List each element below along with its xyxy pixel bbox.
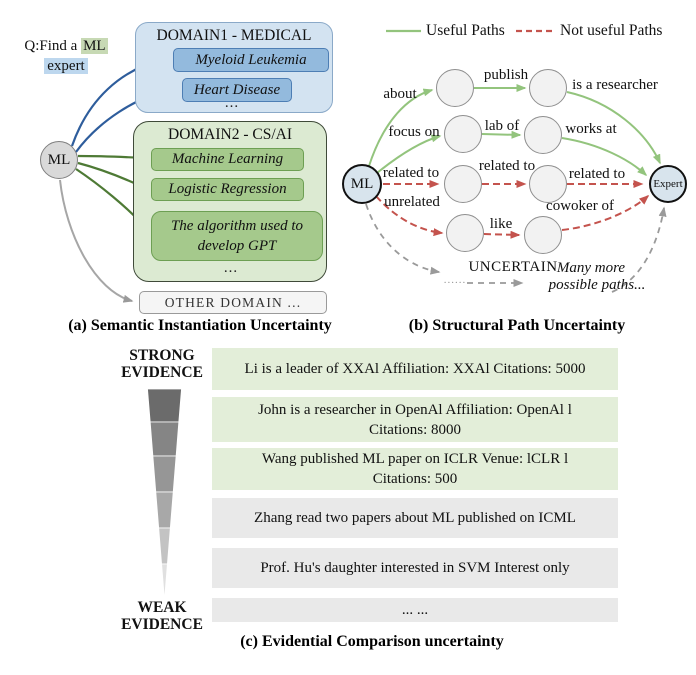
query-ml-highlight: ML [81,38,108,54]
domain2-item-machine-learning: Machine Learning [151,148,304,171]
expert-node: Expert [649,165,687,203]
path-circle-2b [524,116,562,154]
query-text: Q:Find a ML expert [16,36,116,76]
path-circle-2a [444,115,482,153]
uncertain-tiny-dots: ...... [443,274,467,286]
edge-label-related-to-3: related to [568,166,626,182]
evidence-row-1: Li is a leader of XXAl Affiliation: XXAl… [212,348,618,390]
weak-evidence-label: WEAK EVIDENCE [121,599,203,633]
edge-label-works-at: works at [565,121,617,137]
caption-a: (a) Semantic Instantiation Uncertainty [68,317,332,334]
edge-label-is-a-researcher: is a researcher [572,77,658,93]
path-circle-4a [446,214,484,252]
strong-word: STRONG [129,347,195,364]
evidence-row-3: Wang published ML paper on ICLR Venue: l… [212,448,618,490]
path-circle-1b [529,69,567,107]
domain1-item-heart-disease: Heart Disease [182,78,292,102]
weak-evidence-word: EVIDENCE [121,616,203,633]
legend-not-useful-label: Not useful Paths [560,22,663,39]
funnel-segment-2 [149,421,180,457]
arrow-ml-to-other-domain [59,179,134,303]
path-circle-1a [436,69,474,107]
funnel-segment-4 [155,491,174,529]
path-circle-4b [524,216,562,254]
domain1-item-myeloid-leukemia: Myeloid Leukemia [173,48,329,72]
edge-label-about: about [383,86,417,102]
domain2-more-dots: ... [223,260,239,276]
strong-evidence-label: STRONG EVIDENCE [121,347,203,381]
evidence-funnel [147,388,182,601]
query-prefix: Q:Find a [24,38,82,54]
edge-label-lab-of: lab of [484,118,520,134]
ml-node-a: ML [40,141,78,179]
domain2-item-logistic-regression: Logistic Regression [151,178,304,201]
domain1-title: DOMAIN1 - MEDICAL [156,27,312,44]
other-domain-box: OTHER DOMAIN ... [139,291,327,314]
edge-ml-uncertain [365,203,441,275]
funnel-segment-5 [158,527,171,565]
ml-node-b: ML [342,164,382,204]
path-circle-3b [529,165,567,203]
funnel-segment-3 [152,455,177,493]
edge-like [483,230,521,239]
query-expert-highlight: expert [44,58,88,74]
edge-label-related-to-1: related to [382,165,440,181]
domain2-item-gpt-algorithm: The algorithm used to develop GPT [151,211,323,261]
domain1-box: DOMAIN1 - MEDICAL Myeloid Leukemia Heart… [135,22,333,113]
path-circle-3a [444,165,482,203]
strong-evidence-word: EVIDENCE [121,364,203,381]
funnel-segment-1 [147,388,182,423]
domain2-box: DOMAIN2 - CS/AI Machine Learning Logisti… [133,121,327,282]
evidence-row-5: Prof. Hu's daughter interested in SVM In… [212,548,618,588]
funnel-segment-6 [161,563,168,601]
evidence-row-2: John is a researcher in OpenAl Affiliati… [212,397,618,442]
edge-label-uncertain: UNCERTAIN [468,259,558,275]
domain1-more-dots: ... [224,95,240,111]
evidence-row-6: ... ... [212,598,618,622]
caption-c: (c) Evidential Comparison uncertainty [240,633,504,650]
edge-label-publish: publish [483,67,529,83]
many-more-line-2: possible paths... [548,277,646,293]
edge-label-focus-on: focus on [388,124,440,140]
evidence-row-4: Zhang read two papers about ML published… [212,498,618,538]
edge-label-unrelated: unrelated [384,194,440,210]
domain2-title: DOMAIN2 - CS/AI [168,126,292,143]
weak-word: WEAK [137,599,187,616]
edge-label-like: like [489,216,513,232]
caption-b: (b) Structural Path Uncertainty [408,317,626,334]
legend-useful-label: Useful Paths [426,22,505,39]
edge-label-cowoker-of: cowoker of [546,198,614,214]
many-more-line-1: Many more [556,260,626,276]
edge-label-related-to-2: related to [478,158,536,174]
